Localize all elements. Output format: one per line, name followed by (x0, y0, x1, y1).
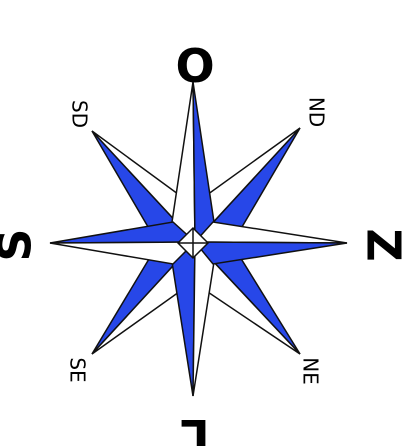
label-bottom: L (180, 409, 209, 446)
label-upper-right: ND (305, 97, 329, 127)
label-lower-right: NE (299, 357, 323, 385)
point-right-half-a (195, 222, 347, 243)
point-bottom-half-b (193, 242, 214, 396)
point-left-half-b (50, 242, 195, 264)
label-lower-left: SE (66, 357, 90, 382)
label-right: Z (357, 228, 411, 261)
label-upper-left: SD (68, 100, 92, 128)
label-left: S (0, 228, 42, 261)
point-right-half-b (195, 242, 347, 264)
point-left-half-a (50, 222, 195, 243)
point-bottom-half-a (172, 242, 195, 396)
point-top-half-b (193, 82, 214, 242)
star-points (50, 82, 347, 396)
label-top: O (175, 37, 214, 91)
point-top-half-a (172, 82, 195, 242)
